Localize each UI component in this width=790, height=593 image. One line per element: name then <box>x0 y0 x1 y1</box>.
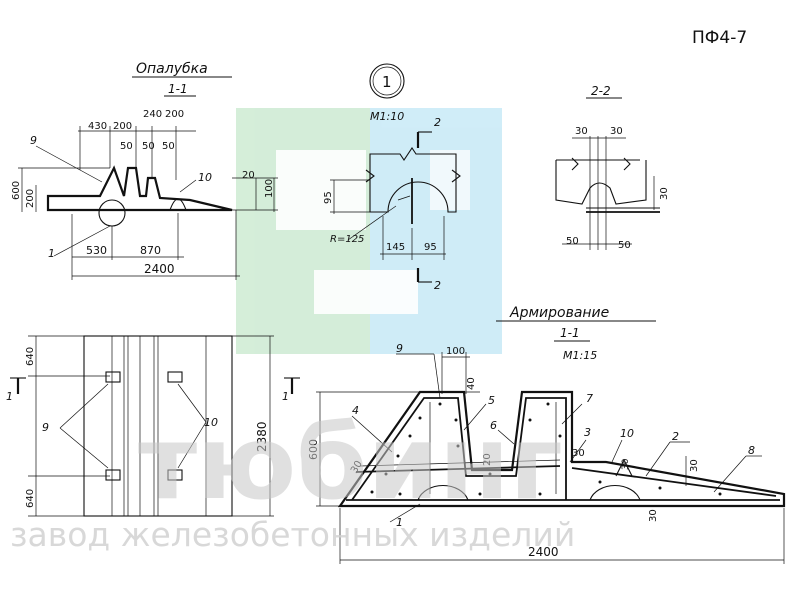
dim-side-20: 20 <box>242 170 255 181</box>
detail-cut-label-bottom: 2 <box>434 279 441 292</box>
section-2-2-view: 2-2 30 30 30 50 50 <box>555 84 670 251</box>
dim-top-240: 240 <box>143 109 162 120</box>
reinforcement-callout-6: 6 <box>490 419 497 432</box>
reinforcement-dim-600: 600 <box>307 439 320 460</box>
detail-dim-95-bottom: 95 <box>424 242 437 253</box>
reinforcement-scale: М1:15 <box>563 349 597 362</box>
dim-top-200b: 200 <box>165 109 184 120</box>
callout-9: 9 <box>30 134 37 147</box>
section2-title: 2-2 <box>591 84 611 98</box>
reinforcement-dim-100: 100 <box>446 346 465 357</box>
detail-marker: 1 <box>382 73 392 91</box>
rebar-dots <box>370 402 722 496</box>
reinforcement-section-label: 1-1 <box>560 326 580 340</box>
reinforcement-cut-label: 1 <box>282 390 289 403</box>
formwork-section-view: Опалубка 1-1 430 200 240 200 50 50 50 60… <box>11 61 278 280</box>
watermark-logo <box>236 108 502 354</box>
watermark-brand: тюбинг <box>138 404 563 523</box>
dim-bottom-870: 870 <box>140 244 161 257</box>
reinforcement-callout-7: 7 <box>586 392 593 405</box>
detail-cut-label-top: 2 <box>434 116 441 129</box>
dim-bottom-2400: 2400 <box>144 262 175 276</box>
sheet-code: ПФ4-7 <box>692 28 747 48</box>
watermark-tagline: завод железобетонных изделий <box>10 515 575 554</box>
reinforcement-callout-8: 8 <box>748 444 755 457</box>
dim-top-200a: 200 <box>113 121 132 132</box>
reinforcement-view: Армирование 1-1 М1:15 1 <box>282 305 786 564</box>
callout-1: 1 <box>48 247 55 260</box>
plan-cut-label: 1 <box>6 390 13 403</box>
plan-callout-9: 9 <box>42 421 49 434</box>
dim-side-100: 100 <box>264 179 275 198</box>
dim-side-600: 600 <box>11 181 22 200</box>
callout-10: 10 <box>198 171 212 184</box>
reinforcement-callout-4: 4 <box>352 404 359 417</box>
dim-top-50a: 50 <box>120 141 133 152</box>
reinforcement-callout-5: 5 <box>488 394 495 407</box>
detail-radius: R=125 <box>330 234 364 245</box>
detail-view: 1 М1:10 2 2 95 R=125 145 95 <box>323 63 461 292</box>
reinforcement-title: Армирование <box>509 305 609 321</box>
reinforcement-dim-30-right: 30 <box>689 459 700 472</box>
reinforcement-callout-9: 9 <box>396 342 403 355</box>
reinforcement-callout-2: 2 <box>672 430 679 443</box>
reinforcement-dim-loop: 30 <box>621 458 631 470</box>
reinforcement-callout-3: 3 <box>584 426 591 439</box>
detail-dim-95-left: 95 <box>323 191 334 204</box>
plan-dim-640-bottom: 640 <box>25 489 36 508</box>
reinforcement-callout-1: 1 <box>396 516 403 529</box>
reinforcement-dim-20: 20 <box>482 453 493 466</box>
dim-top-430: 430 <box>88 121 107 132</box>
reinforcement-dim-30-mid: 30 <box>572 448 585 459</box>
formwork-section-label: 1-1 <box>168 82 188 96</box>
reinforcement-dim-30-bottom: 30 <box>648 509 659 522</box>
detail-dim-145: 145 <box>386 242 405 253</box>
section2-dim-30-right: 30 <box>610 126 623 137</box>
dim-side-200: 200 <box>25 189 36 208</box>
reinforcement-dim-40: 40 <box>466 377 477 390</box>
dim-top-50b: 50 <box>142 141 155 152</box>
section2-dim-50-right: 50 <box>618 240 631 251</box>
formwork-title: Опалубка <box>136 61 208 77</box>
section2-dim-30-vertical: 30 <box>659 187 670 200</box>
dim-bottom-530: 530 <box>86 244 107 257</box>
plan-dim-2380: 2380 <box>255 421 269 452</box>
section2-dim-30-left: 30 <box>575 126 588 137</box>
plan-callout-10: 10 <box>204 416 218 429</box>
reinforcement-dim-2400: 2400 <box>528 545 559 559</box>
reinforcement-callout-10: 10 <box>620 427 634 440</box>
plan-view: 640 640 2380 1 9 10 <box>6 335 274 517</box>
dim-top-50c: 50 <box>162 141 175 152</box>
detail-scale: М1:10 <box>370 110 404 123</box>
section2-dim-50-left: 50 <box>566 236 579 247</box>
plan-dim-640-top: 640 <box>25 347 36 366</box>
